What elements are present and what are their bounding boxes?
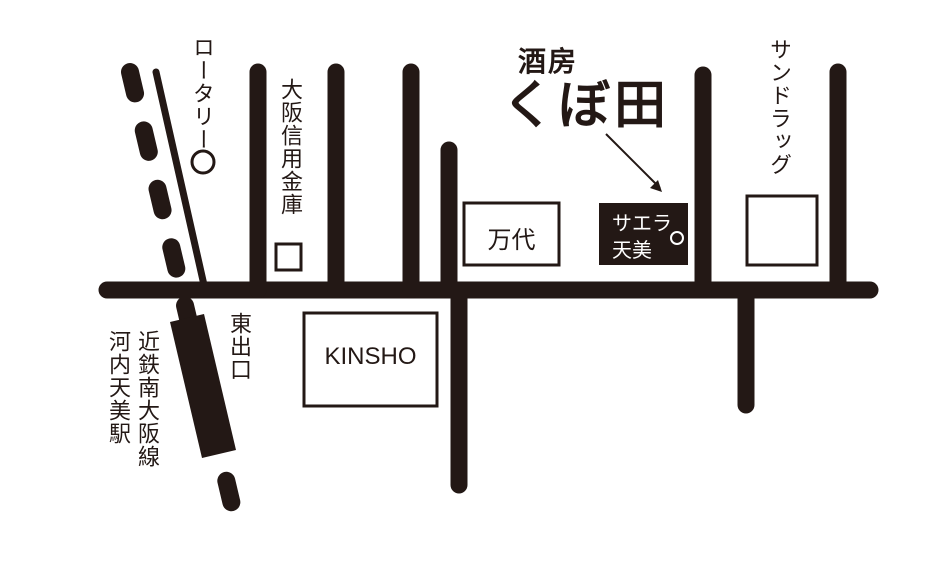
brand-small-label: 酒房 — [518, 45, 579, 78]
saera-label-line2: 天美 — [612, 240, 652, 262]
bank-marker — [274, 242, 303, 272]
drugstore-label: サンドラッグ — [767, 38, 792, 176]
drugstore-box — [745, 194, 819, 267]
east-exit-label: 東出口 — [227, 312, 252, 381]
line-name-label: 近鉄南大阪線 — [135, 330, 160, 468]
kinsho-box — [302, 311, 439, 408]
rotary-road — [152, 68, 208, 289]
saera-label-line1: サエラ — [612, 213, 672, 235]
saera-marker — [670, 231, 684, 245]
bank-label: 大阪信用金庫 — [278, 78, 303, 216]
station-name-label: 河内天美駅 — [106, 330, 131, 445]
arrow-head — [650, 180, 662, 192]
rotary-label: ロータリー — [190, 36, 215, 151]
station-platform — [170, 314, 236, 458]
rotary-marker — [190, 149, 216, 175]
kinsho-label: KINSHO — [324, 343, 417, 370]
brand-logo: くぼ田 — [502, 75, 671, 136]
mandai-box — [462, 201, 561, 267]
location-arrow — [605, 133, 661, 189]
mandai-label: 万代 — [487, 227, 536, 254]
